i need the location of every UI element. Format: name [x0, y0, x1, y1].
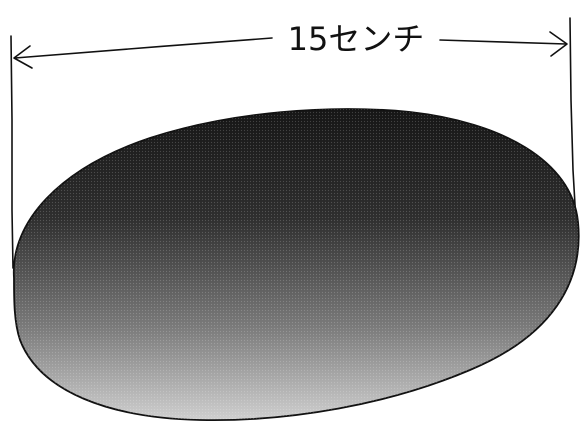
left-extension-line [11, 36, 13, 268]
right-extension-line [570, 18, 576, 222]
dimension-line-right [440, 40, 566, 44]
dimension-label: 15センチ [288, 20, 425, 58]
stone-texture [14, 109, 579, 420]
dimension-line-left [15, 38, 272, 58]
